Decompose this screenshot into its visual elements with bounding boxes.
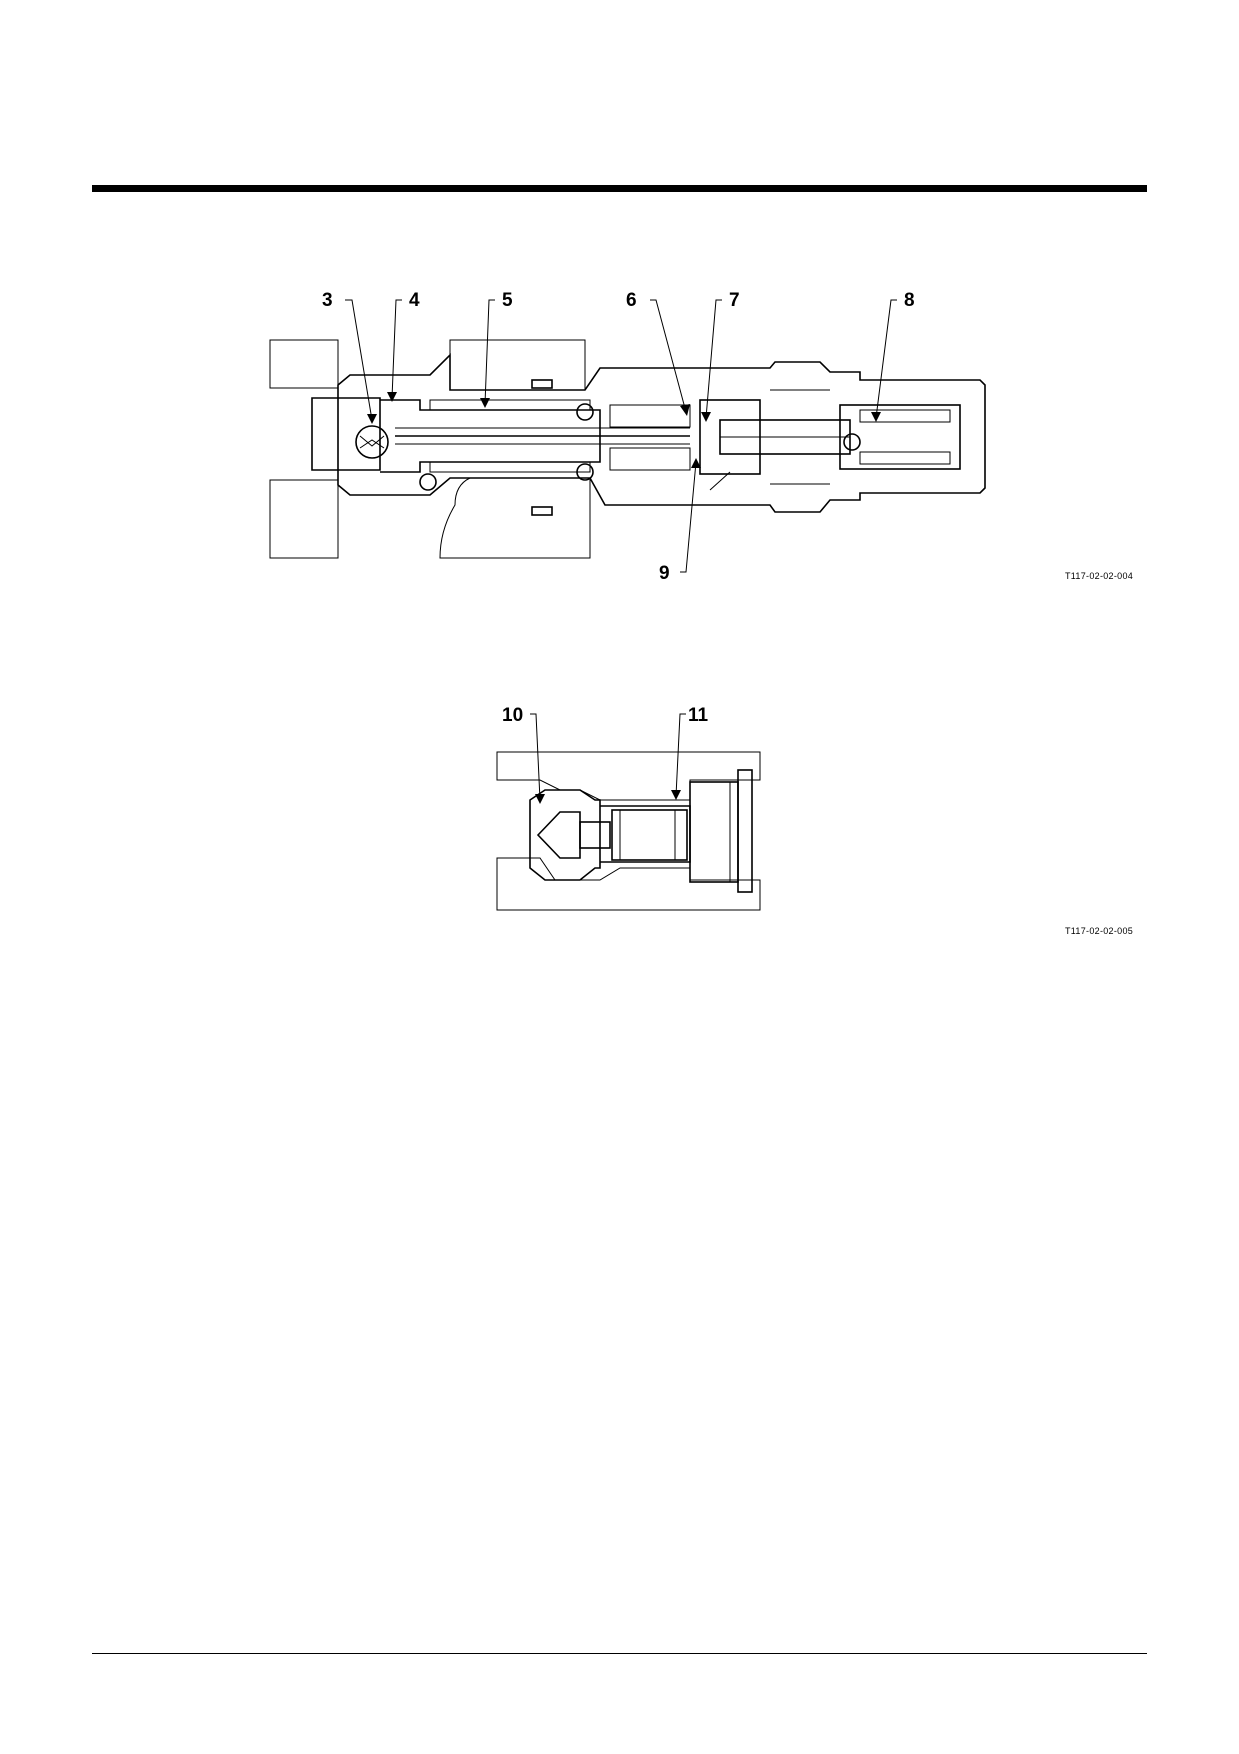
plug bbox=[689, 781, 739, 883]
figure-2-id: T117-02-02-005 bbox=[1065, 926, 1133, 936]
callout-3: 3 bbox=[322, 290, 333, 311]
arrowhead bbox=[535, 794, 545, 804]
poppet-detail bbox=[359, 435, 385, 449]
o-ring bbox=[576, 463, 594, 481]
valve-body-outline bbox=[337, 353, 986, 513]
seal bbox=[531, 506, 553, 516]
header-rule bbox=[92, 185, 1147, 192]
passage bbox=[709, 471, 731, 491]
pilot-spring bbox=[859, 409, 951, 423]
arrowhead bbox=[871, 412, 881, 422]
arrowhead bbox=[367, 414, 377, 424]
figure-2-check-valve-section: 10 11 T117-02-02-005 bbox=[496, 705, 1133, 936]
leader-6 bbox=[650, 299, 687, 413]
o-ring bbox=[576, 403, 594, 421]
spring bbox=[611, 809, 688, 861]
poppet-ball bbox=[355, 425, 389, 459]
leader-10 bbox=[530, 713, 541, 801]
callout-11: 11 bbox=[688, 705, 709, 726]
callout-6: 6 bbox=[626, 290, 637, 311]
arrowhead bbox=[691, 458, 701, 468]
main-spring bbox=[429, 399, 591, 411]
leader-11 bbox=[675, 713, 686, 797]
callout-8: 8 bbox=[904, 290, 915, 311]
thread bbox=[609, 447, 691, 471]
arrowhead bbox=[701, 412, 711, 422]
pilot-ball bbox=[843, 433, 861, 451]
arrowhead bbox=[480, 398, 490, 408]
spring-chamber bbox=[600, 805, 691, 863]
housing-block bbox=[269, 479, 339, 559]
plug-cap bbox=[737, 769, 753, 893]
housing-block bbox=[269, 339, 339, 389]
leader-9 bbox=[680, 461, 697, 573]
arrowhead bbox=[387, 392, 397, 402]
inlet-bore bbox=[311, 397, 381, 471]
poppet-body bbox=[529, 789, 601, 881]
housing-block bbox=[439, 477, 591, 559]
callout-5: 5 bbox=[502, 290, 513, 311]
figure-1-id: T117-02-02-004 bbox=[1065, 571, 1133, 581]
leader-3 bbox=[345, 299, 373, 421]
leader-8 bbox=[875, 299, 897, 419]
arrowhead bbox=[680, 404, 690, 416]
housing-block bbox=[496, 857, 761, 911]
o-ring bbox=[419, 473, 437, 491]
housing-block bbox=[496, 751, 761, 801]
figure-1-relief-valve-section: 3 4 5 6 7 8 9 T117-02-02-004 bbox=[269, 290, 1133, 584]
callout-7: 7 bbox=[729, 290, 740, 311]
poppet-stem bbox=[579, 821, 611, 849]
housing-block bbox=[449, 339, 586, 391]
leader-5 bbox=[484, 299, 495, 405]
poppet-cone bbox=[536, 811, 581, 859]
callout-9: 9 bbox=[659, 563, 670, 584]
arrowhead bbox=[671, 790, 681, 800]
leader-4 bbox=[391, 299, 402, 399]
seal bbox=[531, 379, 553, 389]
callout-4: 4 bbox=[409, 290, 420, 311]
pilot-spring bbox=[859, 451, 951, 465]
callout-10: 10 bbox=[502, 705, 523, 726]
main-spring bbox=[429, 461, 591, 473]
footer-rule bbox=[92, 1653, 1147, 1654]
thread bbox=[609, 404, 691, 428]
leader-7 bbox=[705, 299, 722, 419]
adjuster bbox=[839, 404, 961, 470]
